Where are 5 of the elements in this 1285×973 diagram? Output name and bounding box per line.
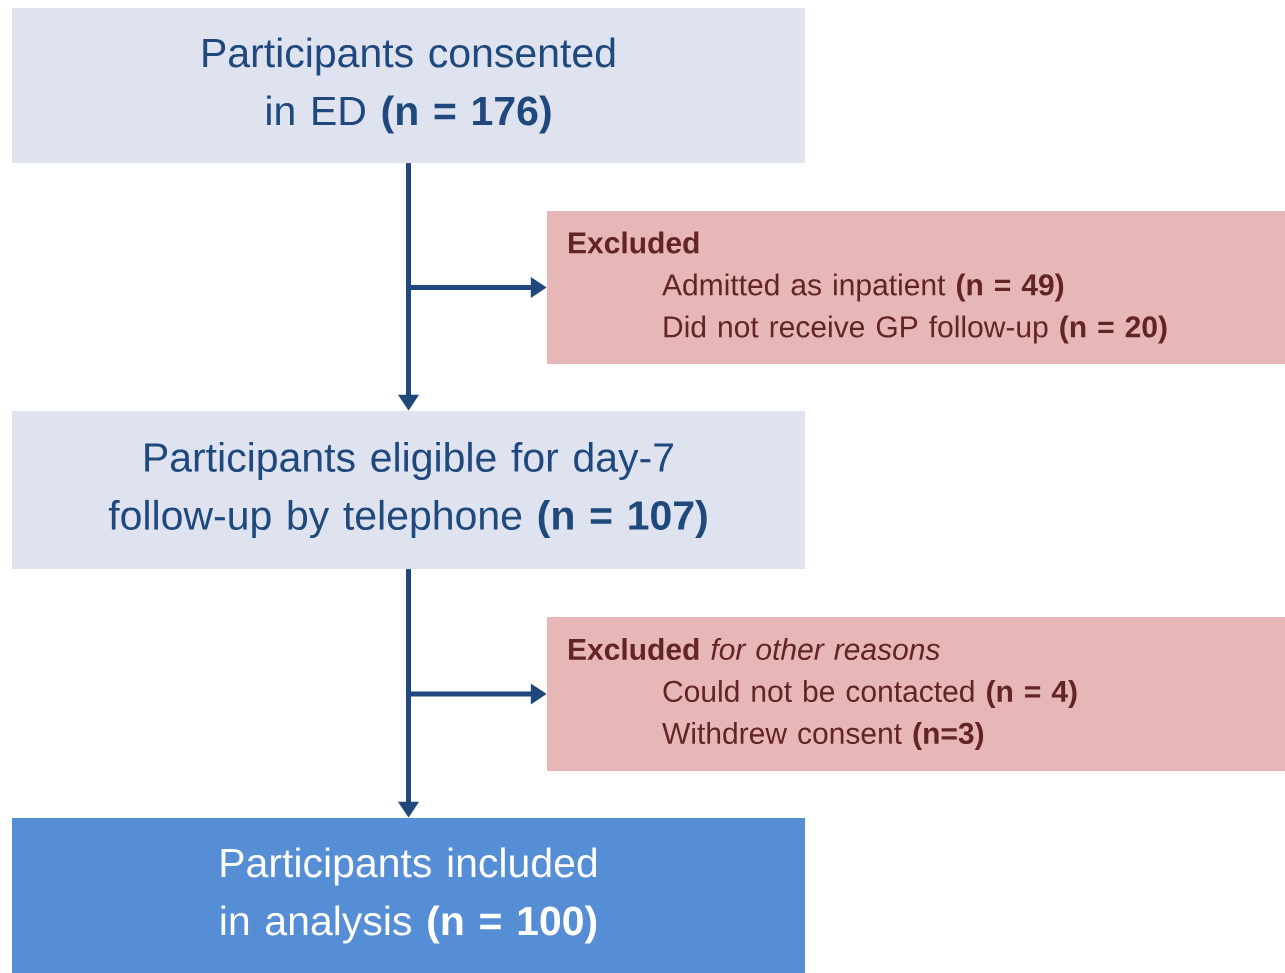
process-box: Participants consented in ED (n = 176) xyxy=(12,8,805,163)
result-box: Participants included in analysis (n = 100) xyxy=(12,818,805,973)
exclusion-box: Excluded Admitted as inpatient (n = 49) Did not receive GP follow-up (n = 20) xyxy=(547,211,1285,364)
process-box: Participants eligible for day-7 follow-up by telephone (n = 107) xyxy=(12,411,805,569)
exclusion-box: Excluded for other reasons Could not be contacted (n = 4) Withdrew consent (n=3) xyxy=(547,617,1285,771)
